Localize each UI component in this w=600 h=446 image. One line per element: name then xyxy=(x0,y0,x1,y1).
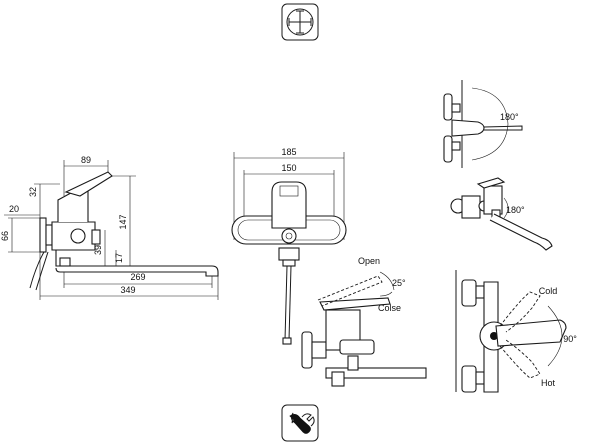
label-tilt-angle: 25° xyxy=(392,278,406,288)
dim-outlet-17: 17 xyxy=(114,253,124,263)
label-close: Colse xyxy=(378,303,401,313)
dim-height-66: 66 xyxy=(0,231,10,241)
dim-side-20: 20 xyxy=(9,204,19,214)
label-cold: Cold xyxy=(539,286,558,296)
handle-open-close-view: Open 25° Colse xyxy=(301,256,427,387)
temperature-control-view: Cold 90° Hot xyxy=(455,270,577,393)
side-profile-view: 89 147 32 20 66 39 17 269 349 xyxy=(0,155,219,300)
label-handle-rotation: 180° xyxy=(500,112,519,122)
dim-width-185: 185 xyxy=(281,147,296,157)
label-open: Open xyxy=(358,256,380,266)
handle-rotation-view: 180° xyxy=(443,80,523,168)
spout-rotation-view: 180° xyxy=(450,177,553,251)
dim-handle-reach: 89 xyxy=(81,155,91,165)
dim-outlet-39: 39 xyxy=(93,245,103,255)
cross-fitting-icon xyxy=(281,3,319,41)
dim-centers-150: 150 xyxy=(281,163,296,173)
dim-top-32: 32 xyxy=(28,187,38,197)
dim-overall-349: 349 xyxy=(120,285,135,295)
dim-spout-269: 269 xyxy=(130,272,145,282)
front-view: 185 150 xyxy=(231,147,347,345)
label-spout-rotation: 180° xyxy=(506,205,525,215)
wrench-icon xyxy=(281,404,319,442)
label-swing-angle: 90° xyxy=(563,334,577,344)
label-hot: Hot xyxy=(541,378,556,388)
dim-height-147: 147 xyxy=(118,214,128,229)
